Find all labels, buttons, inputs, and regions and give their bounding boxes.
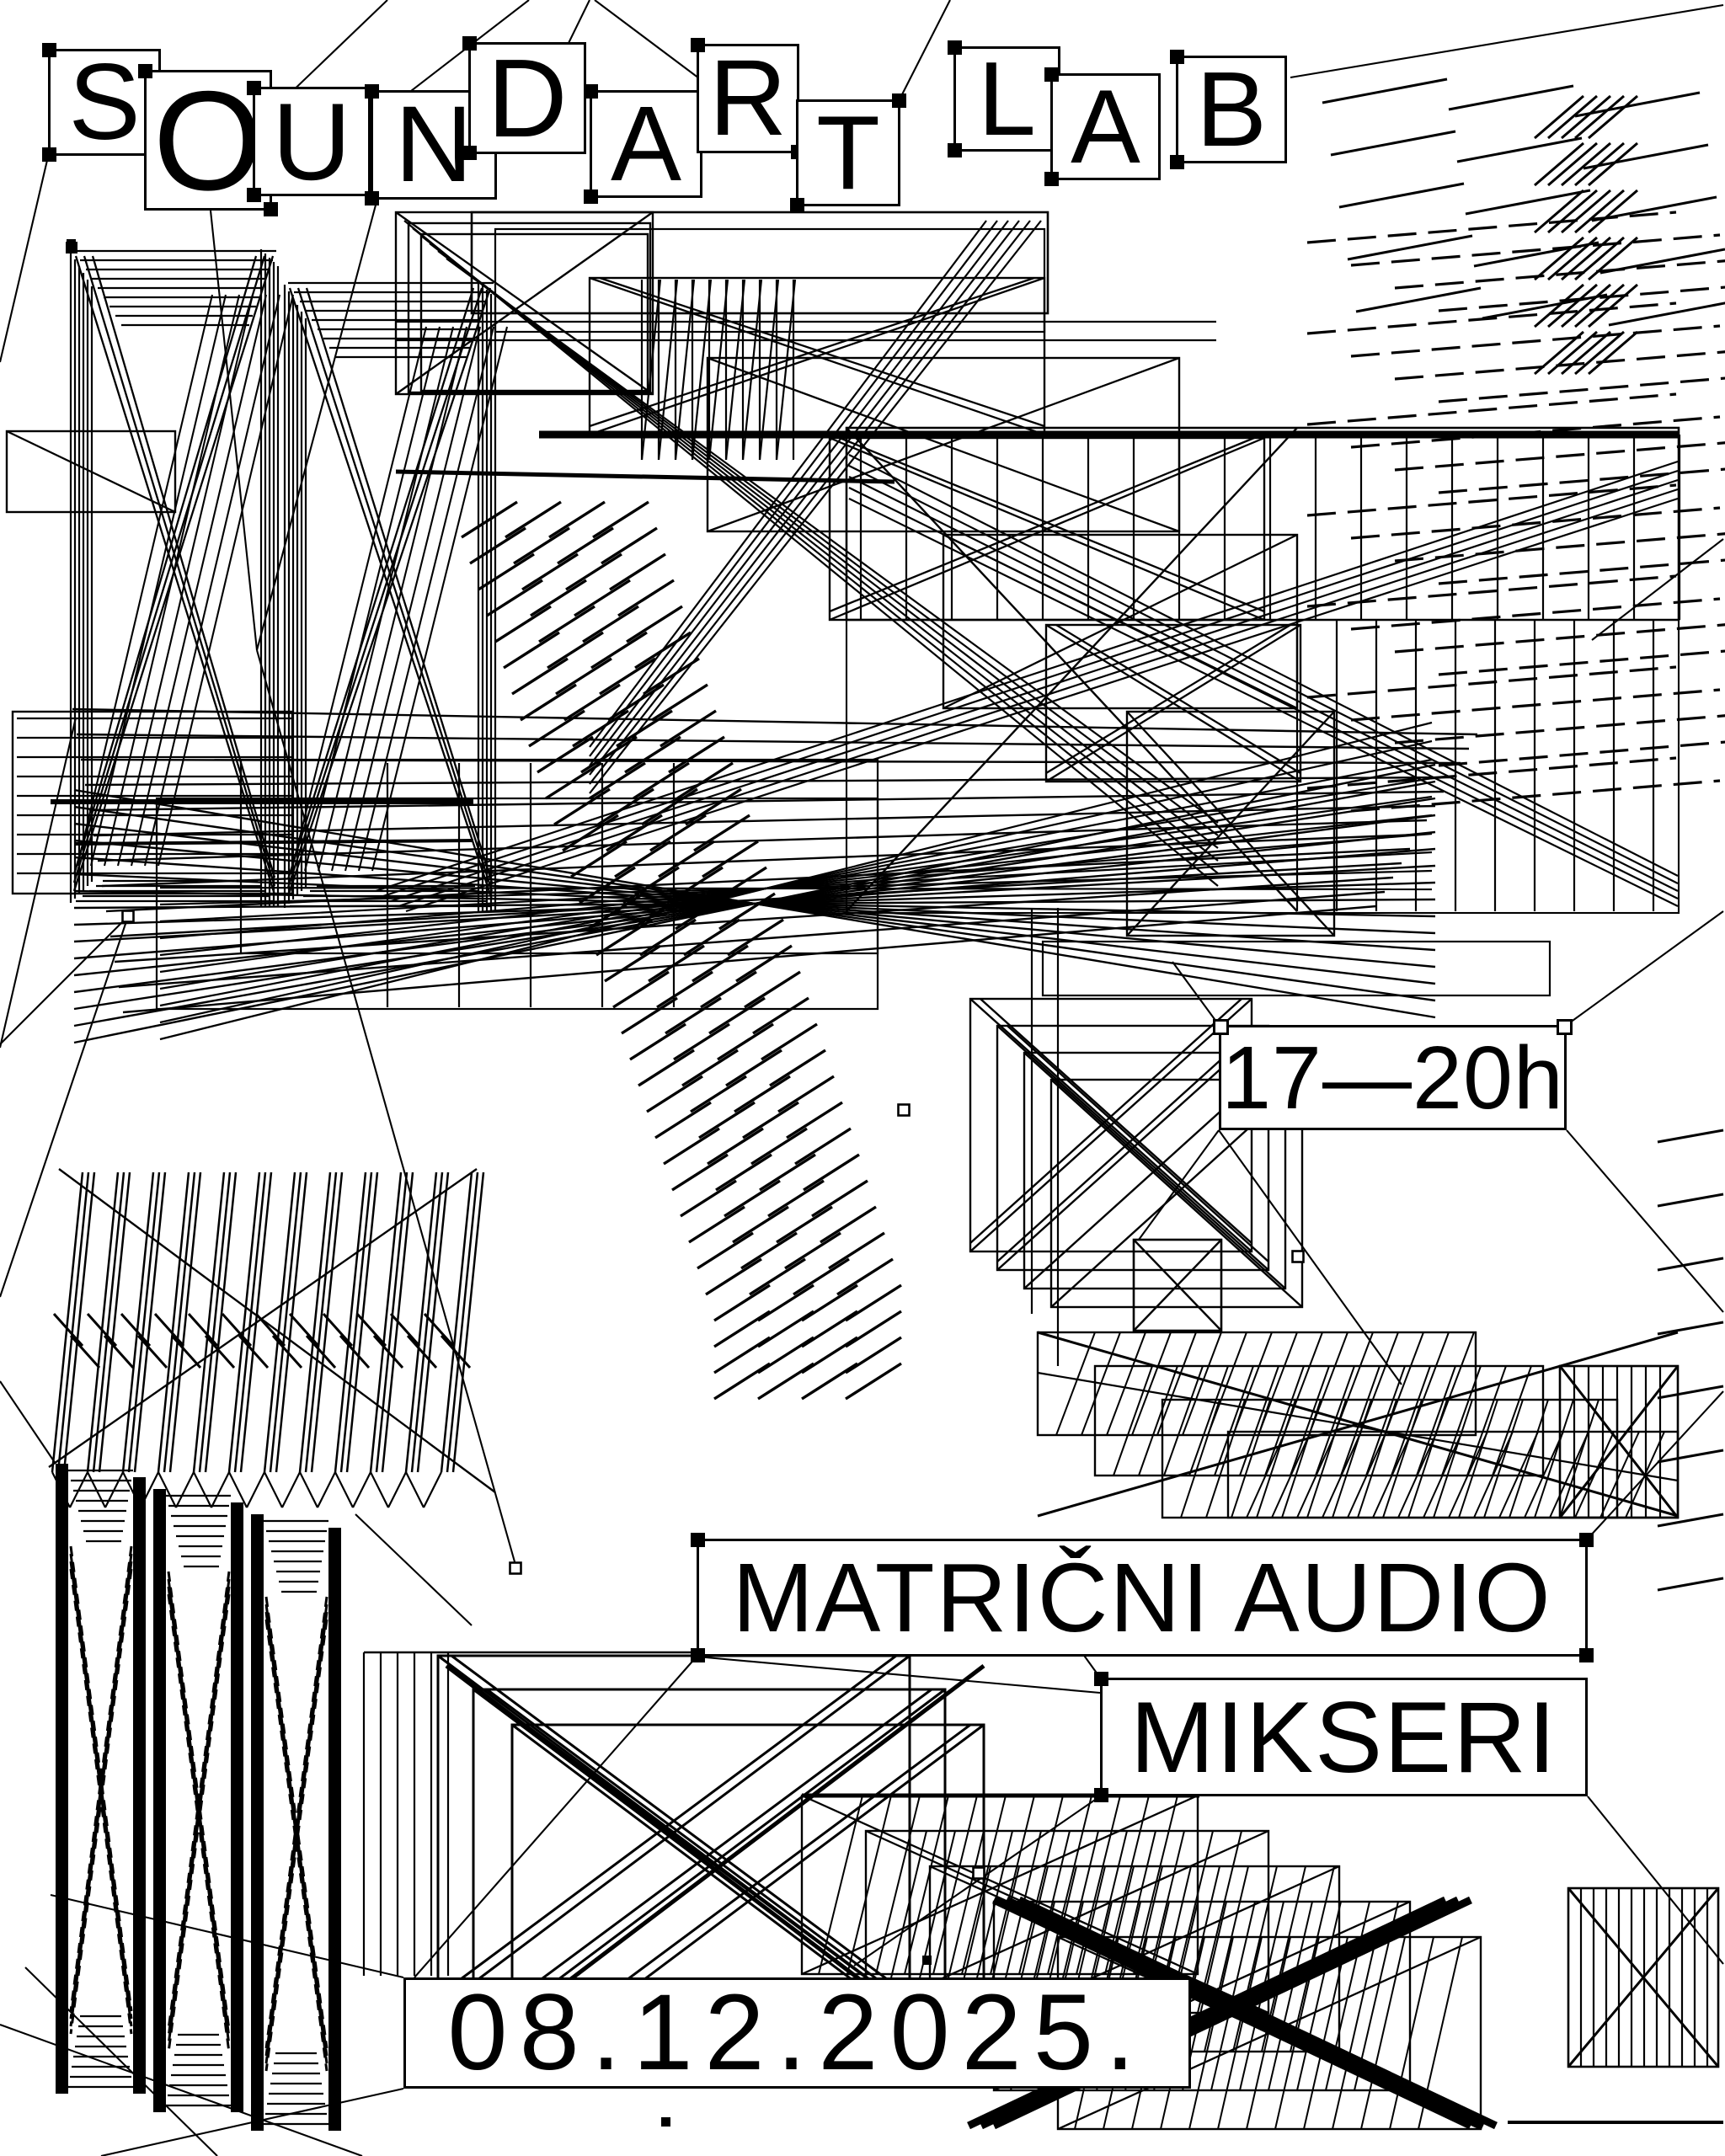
anchor-handle-icon	[42, 147, 56, 162]
title-letter: O	[152, 61, 264, 220]
title-letter-tile: B	[1170, 50, 1287, 169]
title-letter: D	[487, 35, 568, 160]
anchor-handle-icon	[462, 146, 477, 160]
anchor-handle-icon	[1579, 1533, 1594, 1547]
anchor-handle-icon	[584, 189, 598, 204]
anchor-handle-icon	[691, 1533, 705, 1547]
anchor-handle-icon	[1094, 1672, 1108, 1686]
title-letter-tile: D	[462, 35, 586, 160]
title-letter: N	[394, 84, 473, 205]
title-letter-tile: L	[948, 40, 1060, 157]
anchor-handle-icon	[1579, 1648, 1594, 1662]
anchor-handle-icon	[691, 1648, 705, 1662]
title-letter: B	[1195, 50, 1268, 168]
anchor-handle-icon	[365, 191, 379, 205]
anchor-handle-icon	[42, 43, 56, 57]
headline-line2-text: MIKSERI	[1130, 1680, 1558, 1794]
date-text: 08.12.2025.	[447, 1972, 1147, 2093]
title-letter-tile: T	[790, 93, 906, 212]
anchor-handle-icon	[691, 38, 705, 52]
title-letter-tile: U	[247, 80, 371, 203]
title-letter: U	[272, 80, 351, 203]
title-letter-tile: A	[1044, 67, 1161, 186]
anchor-handle-icon	[365, 84, 379, 99]
anchor-handle-icon	[1213, 1019, 1229, 1035]
headline2-caption-box: MIKSERI	[1094, 1672, 1588, 1802]
anchor-handle-icon	[948, 143, 962, 157]
title-letter: R	[708, 38, 788, 158]
title-letter: A	[610, 84, 682, 203]
anchor-handle-icon	[1094, 1788, 1108, 1802]
anchor-handle-icon	[948, 40, 962, 55]
anchor-handle-icon	[1044, 172, 1059, 186]
anchor-handle-icon	[462, 36, 477, 51]
anchor-handle-icon	[247, 188, 261, 202]
anchor-handle-icon	[138, 64, 152, 78]
anchor-handle-icon	[1170, 155, 1184, 169]
title-letter-tile: A	[584, 84, 702, 204]
anchor-handle-icon	[264, 202, 278, 216]
anchor-handle-icon	[1557, 1019, 1573, 1035]
title-letter: S	[68, 41, 141, 163]
anchor-handle-icon	[892, 93, 906, 108]
date-caption-box: 08.12.2025.	[403, 1977, 1191, 2089]
time-text: 17—20h	[1221, 1027, 1564, 1128]
anchor-handle-icon	[1170, 50, 1184, 64]
time-caption-box: 17—20h	[1213, 1019, 1573, 1130]
title-letter: L	[978, 40, 1036, 157]
anchor-handle-icon	[584, 84, 598, 99]
anchor-handle-icon	[247, 81, 261, 95]
headline-caption-box: MATRIČNI AUDIO	[691, 1533, 1594, 1662]
anchor-handle-icon	[1044, 67, 1059, 82]
title-letter: T	[816, 94, 880, 211]
headline-line1-text: MATRIČNI AUDIO	[732, 1543, 1552, 1652]
title-letter: A	[1071, 68, 1140, 185]
anchor-handle-icon	[790, 198, 804, 212]
title-letter-tile: R	[691, 38, 805, 159]
